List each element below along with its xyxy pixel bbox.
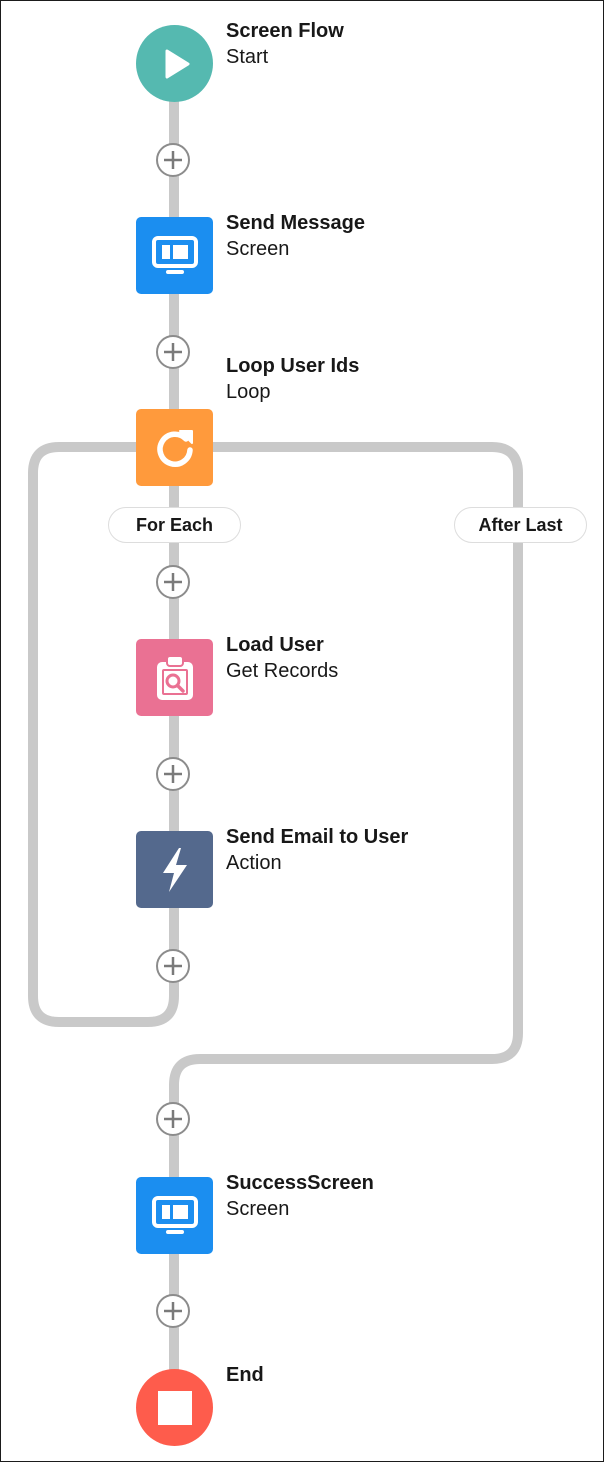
record-lookup-icon xyxy=(156,654,193,700)
load-user-node[interactable] xyxy=(136,639,213,716)
loop-node-label: Loop User Ids Loop xyxy=(226,353,359,405)
node-title: Send Message xyxy=(226,212,365,234)
for-each-path-label: For Each xyxy=(108,507,241,543)
start-node[interactable] xyxy=(136,25,213,102)
plus-icon xyxy=(164,573,182,591)
connector-for-each-branch xyxy=(28,442,179,1027)
plus-icon xyxy=(164,957,182,975)
node-title: Send Email to User xyxy=(226,826,409,848)
load-user-node-label: Load User Get Records xyxy=(226,632,338,684)
node-subtitle: Action xyxy=(226,852,282,874)
plus-icon xyxy=(164,1110,182,1128)
node-title: Loop User Ids xyxy=(226,355,360,377)
plus-icon xyxy=(164,765,182,783)
plus-icon xyxy=(164,343,182,361)
node-subtitle: Get Records xyxy=(226,660,339,682)
stop-icon xyxy=(157,1390,192,1425)
node-title: SuccessScreen xyxy=(226,1172,374,1194)
screen-icon xyxy=(151,1195,198,1234)
add-element-button[interactable] xyxy=(156,335,190,369)
loop-node[interactable] xyxy=(136,409,213,486)
node-title: End xyxy=(226,1364,264,1386)
node-subtitle: Start xyxy=(226,46,269,68)
add-element-button[interactable] xyxy=(156,757,190,791)
send-message-node[interactable] xyxy=(136,217,213,294)
lightning-icon xyxy=(162,847,187,892)
after-last-path-label: After Last xyxy=(454,507,587,543)
node-title: Load User xyxy=(226,634,324,656)
plus-icon xyxy=(164,151,182,169)
node-subtitle: Screen xyxy=(226,238,290,260)
send-message-node-label: Send Message Screen xyxy=(226,210,365,262)
node-subtitle: Loop xyxy=(226,381,271,403)
send-email-node-label: Send Email to User Action xyxy=(226,824,408,876)
play-icon xyxy=(165,49,189,78)
add-element-button[interactable] xyxy=(156,949,190,983)
start-node-label: Screen Flow Start xyxy=(226,18,344,70)
end-node-label: End xyxy=(226,1362,264,1388)
end-node[interactable] xyxy=(136,1369,213,1446)
node-subtitle: Screen xyxy=(226,1198,290,1220)
success-screen-node[interactable] xyxy=(136,1177,213,1254)
plus-icon xyxy=(164,1302,182,1320)
connector-after-last-branch xyxy=(169,442,523,1407)
success-screen-node-label: SuccessScreen Screen xyxy=(226,1170,374,1222)
add-element-button[interactable] xyxy=(156,565,190,599)
add-element-button[interactable] xyxy=(156,1294,190,1328)
add-element-button[interactable] xyxy=(156,1102,190,1136)
node-title: Screen Flow xyxy=(226,20,344,42)
send-email-node[interactable] xyxy=(136,831,213,908)
loop-icon xyxy=(156,429,193,467)
screen-icon xyxy=(151,235,198,274)
add-element-button[interactable] xyxy=(156,143,190,177)
